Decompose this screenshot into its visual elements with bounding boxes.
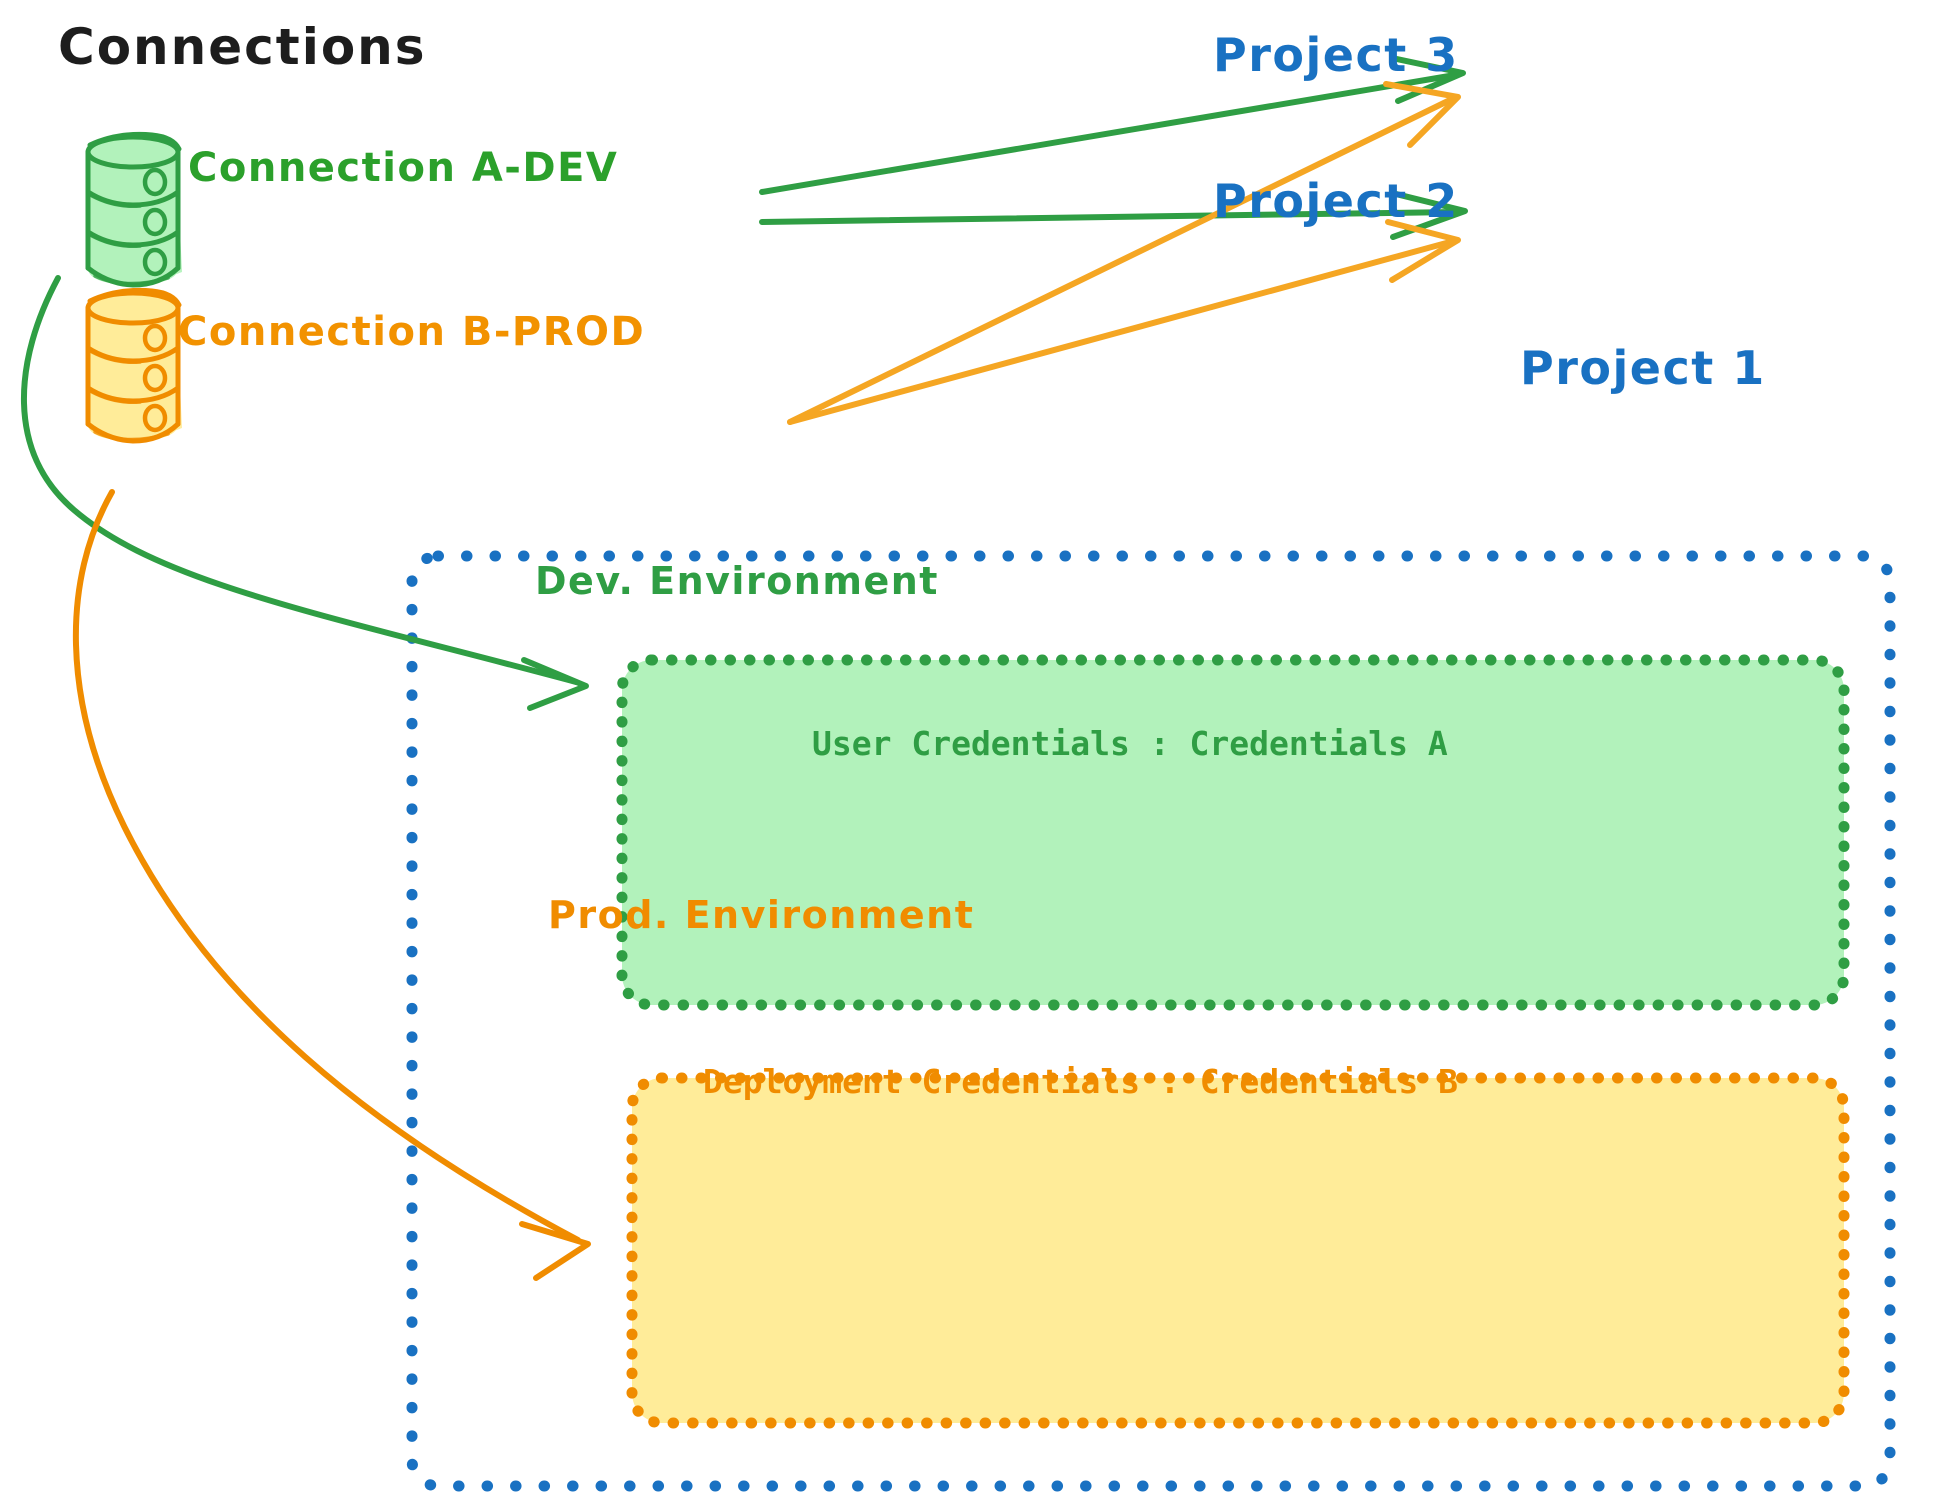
connection-a-dev-label[interactable]: Connection A-DEV — [188, 145, 619, 191]
project-1-label[interactable]: Project 1 — [1520, 341, 1766, 395]
prod-environment-credentials: Deployment Credentials : Credentials B — [703, 1062, 1458, 1101]
dev-environment-title: Dev. Environment — [535, 559, 939, 603]
connection-b-prod-label[interactable]: Connection B-PROD — [178, 309, 646, 355]
edge-b-prod-to-prod-environment — [72, 489, 591, 1281]
prod-environment-title: Prod. Environment — [548, 893, 975, 937]
prod-environment-box[interactable] — [626, 1072, 1850, 1429]
project-1-container-border — [406, 550, 1896, 1492]
edge-b-prod-to-project-2 — [787, 219, 1461, 425]
project-3-label[interactable]: Project 3 — [1213, 28, 1459, 82]
edge-b-prod-to-project-3 — [787, 81, 1461, 425]
database-cylinder-icon-orange[interactable] — [85, 287, 182, 444]
dev-environment-credentials: User Credentials : Credentials A — [812, 724, 1448, 763]
page-title: Connections — [58, 18, 427, 76]
project-2-label[interactable]: Project 2 — [1213, 174, 1459, 228]
dev-environment-box[interactable] — [616, 654, 1850, 1011]
database-cylinder-icon-green[interactable] — [85, 131, 182, 288]
edge-a-dev-to-dev-environment — [20, 275, 589, 711]
